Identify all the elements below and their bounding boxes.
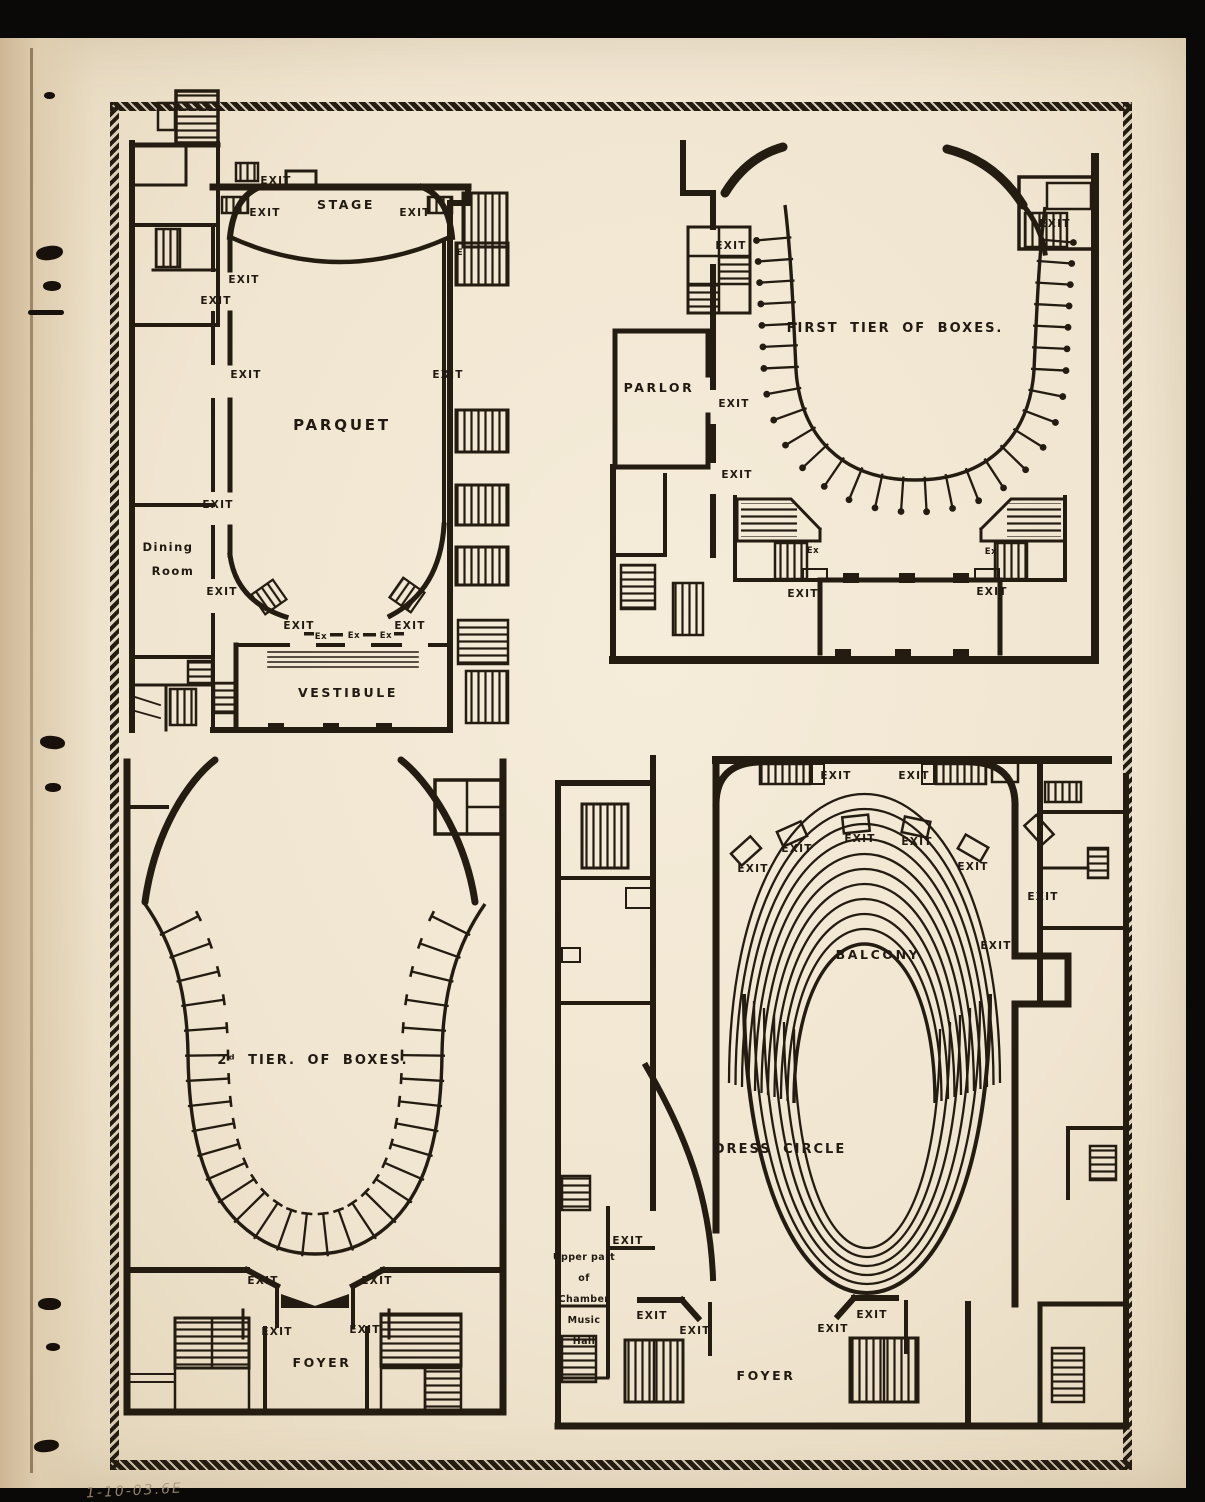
box-partitions [145,904,485,1256]
plan-balcony: EXIT EXIT EXIT EXIT EXIT EXIT EXIT EXIT … [548,748,1140,1432]
exit-label: EXIT [247,1275,278,1287]
exit-label: EXIT [283,620,314,632]
exit-label: EXIT [856,1309,887,1321]
binding-crease [30,48,33,1473]
plan-parquet-labels: STAGE PARQUET Dining Room VESTIBULE EXIT… [142,175,463,700]
exit-label: EXIT [349,1324,380,1336]
exit-label: EXIT [820,770,851,782]
exit-label: EXIT [781,843,812,855]
box-partitions [753,205,1077,515]
label-dress-circle: DRESS CIRCLE [714,1142,846,1157]
exit-label: EXIT [230,369,261,381]
label-upper-part: Music [568,1315,601,1326]
exit-label: EXIT [202,499,233,511]
exit-label: EXIT [976,586,1007,598]
exit-label: EXIT [206,586,237,598]
walls [613,143,1095,660]
ex-label: Ex [348,631,361,641]
exit-label: EXIT [399,207,430,219]
label-parlor: PARLOR [624,380,695,395]
exit-label: EXIT [718,398,749,410]
exit-label: EXIT [636,1310,667,1322]
label-upper-part: Chamber [559,1294,610,1305]
exit-label: EXIT [721,469,752,481]
book-page: STAGE PARQUET Dining Room VESTIBULE EXIT… [0,38,1186,1488]
exit-label: EXIT [980,940,1011,952]
plan-second-tier: 2ᵈ TIER. OF BOXES. EXIT EXIT EXIT EXIT F… [115,752,515,1424]
label-second-tier: 2ᵈ TIER. OF BOXES. [217,1053,408,1068]
exit-label: EXIT [715,240,746,252]
exit-label: EXIT [361,1275,392,1287]
exit-label: EXIT [901,836,932,848]
label-stage: STAGE [317,197,375,212]
exit-label: EXIT [260,175,291,187]
exit-label: EXIT [844,833,875,845]
exit-label: EXIT [787,588,818,600]
plan-parquet-floor: STAGE PARQUET Dining Room VESTIBULE EXIT… [118,85,520,747]
exit-label: EXIT [957,861,988,873]
label-dining: Dining [142,540,193,554]
exit-label: EXIT [261,1326,292,1338]
exit-label: EXIT [1027,891,1058,903]
ex-label: Ex [807,546,820,556]
exit-label: EXIT [1039,218,1070,230]
ex-label: Ex [315,632,328,642]
walls [127,760,503,1412]
label-first-tier: FIRST TIER OF BOXES. [787,321,1004,336]
handwritten-catalog-note: 1-10-03.6E [86,1480,184,1501]
label-upper-part: Upper part [553,1252,615,1263]
label-upper-part: Hall [573,1336,595,1347]
ex-label: Ex [985,547,998,557]
ex-label: Ex [380,631,393,641]
exit-label: EXIT [249,207,280,219]
exit-label: EXIT [898,770,929,782]
plan-first-tier: FIRST TIER OF BOXES. PARLOR EXIT EXIT EX… [595,135,1107,667]
exit-label: EXIT [679,1325,710,1337]
e-label: E [457,248,463,258]
label-vestibule: VESTIBULE [298,685,398,700]
label-foyer: FOYER [293,1355,352,1370]
exit-label: EXIT [612,1235,643,1247]
exit-label: EXIT [200,295,231,307]
label-room: Room [152,564,195,578]
exit-label: EXIT [737,863,768,875]
exit-label: EXIT [228,274,259,286]
label-foyer: FOYER [737,1368,796,1383]
label-balcony: BALCONY [836,947,921,962]
label-parquet: PARQUET [293,416,391,434]
exit-label: EXIT [394,620,425,632]
label-upper-part: of [578,1273,590,1284]
exit-label: EXIT [432,369,463,381]
exit-label: EXIT [817,1323,848,1335]
border-bottom [110,1460,1132,1470]
